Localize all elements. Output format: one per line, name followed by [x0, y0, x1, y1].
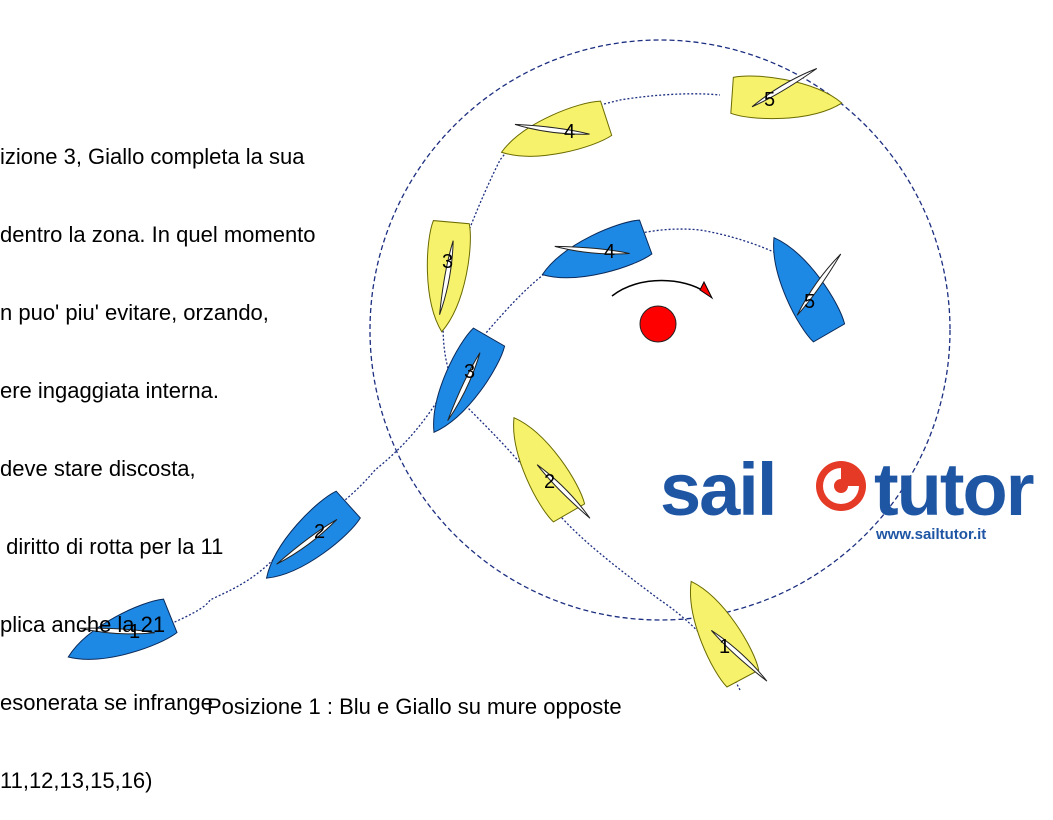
yellow-boat-2-number: 2 — [544, 471, 555, 493]
yellow-boat-1: 1 — [672, 571, 768, 689]
zone-circle — [369, 39, 951, 621]
yellow-boat-3-number: 3 — [442, 251, 453, 273]
description-line: deve stare discosta, — [0, 456, 196, 481]
rounding-diagram: 1 2 3 4 5 1 2 3 4 — [59, 39, 951, 691]
blue-boat-5-number: 5 — [804, 291, 815, 313]
blue-boat-2-number: 2 — [314, 521, 325, 543]
yellow-boat-1-number: 1 — [719, 636, 730, 658]
description-line: 11,12,13,15,16) — [0, 768, 153, 793]
blue-boat-3: 3 — [415, 326, 508, 444]
yellow-boat-5: 5 — [730, 67, 844, 125]
yellow-boat-3: 3 — [420, 219, 473, 335]
position-caption: Posizione 1 : Blu e Giallo su mure oppos… — [207, 694, 622, 719]
description-line: plica anche la 21 — [0, 612, 166, 637]
description-line: diritto di rotta per la 11 — [0, 534, 224, 559]
yellow-boat-4-number: 4 — [564, 121, 575, 143]
blue-boat-1: 1 — [59, 595, 179, 677]
logo-word-tutor: tutor — [874, 448, 1034, 531]
logo-word-sail: sail — [660, 448, 777, 531]
rounding-arrow-head — [699, 280, 714, 300]
rounding-arrow — [611, 279, 706, 297]
description-line: izione 3, Giallo completa la sua — [0, 144, 305, 169]
blue-boat-3-number: 3 — [464, 361, 475, 383]
description-text: izione 3, Giallo completa la sua dentro … — [0, 92, 480, 820]
mark-buoy — [639, 305, 677, 343]
description-line: esonerata se infrange — [0, 690, 213, 715]
yellow-boat-5-number: 5 — [764, 89, 775, 111]
blue-boat-5: 5 — [755, 226, 848, 344]
blue-boat-1-number: 1 — [129, 621, 140, 643]
blue-boat-2: 2 — [251, 488, 363, 595]
sailtutor-logo: sail tutor www.sailtutor.it — [660, 450, 1053, 555]
logo-mark-icon — [816, 461, 866, 511]
description-line: dentro la zona. In quel momento — [0, 222, 316, 247]
description-line: ere ingaggiata interna. — [0, 378, 219, 403]
blue-boat-4-number: 4 — [604, 241, 615, 263]
logo-url: www.sailtutor.it — [876, 526, 987, 543]
blue-boat-4: 4 — [534, 216, 654, 295]
yellow-boat-4: 4 — [494, 97, 614, 173]
description-line: n puo' piu' evitare, orzando, — [0, 300, 269, 325]
yellow-boat-2: 2 — [495, 406, 592, 524]
